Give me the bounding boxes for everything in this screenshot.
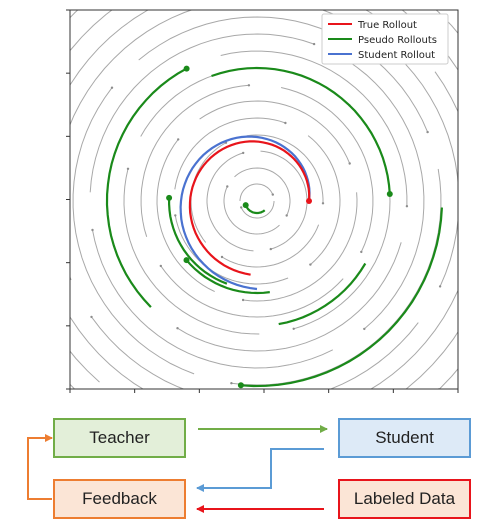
field-arrow-dot: [230, 382, 233, 385]
field-arrow-dot: [348, 162, 351, 165]
field-arc: [177, 242, 402, 352]
field-arc: [307, 135, 341, 265]
axis-ticks: [66, 9, 459, 393]
pseudo-rollout-curve: [185, 259, 270, 295]
field-arrow-dot: [312, 42, 316, 46]
field-arrow-dot: [174, 214, 177, 217]
pseudo-rollout-start: [242, 202, 249, 209]
student-box: Student: [338, 418, 471, 458]
arrow-student-to-feedback: [196, 448, 324, 492]
field-arrow-dot: [176, 327, 179, 330]
field-arc: [92, 229, 334, 369]
field-arc: [347, 60, 425, 330]
field-arc: [70, 10, 405, 87]
legend-box: [321, 13, 449, 65]
field-arrow-dot: [226, 185, 229, 188]
field-arrow-dot: [285, 214, 288, 217]
field-arc: [199, 100, 351, 164]
student-rollout-curve: [179, 135, 311, 291]
pseudo-rollout-curve: [211, 66, 391, 195]
legend-student-label: Student Rollout: [358, 50, 435, 61]
field-arc: [70, 315, 144, 389]
field-arc: [221, 224, 320, 268]
field-arc: [280, 87, 374, 253]
rollout-curves: [105, 65, 443, 389]
pseudo-rollout-start: [183, 65, 190, 72]
field-arc: [72, 87, 195, 375]
teacher-label: Teacher: [89, 428, 150, 447]
field-arrow-dot: [220, 255, 224, 259]
field-arc: [156, 139, 215, 293]
pseudo-rollout-start: [183, 257, 190, 264]
flow-arrows: [27, 425, 328, 513]
field-arrow-dot: [126, 167, 130, 170]
arrow-feedback-to-teacher: [27, 434, 53, 500]
field-arrow-dot: [90, 315, 93, 319]
field-arrow-dot: [309, 263, 312, 266]
pseudo-rollout-start: [237, 382, 244, 389]
feedback-box: Feedback: [53, 479, 186, 519]
field-arrow-dot: [363, 327, 366, 331]
true-rollout-curve: [188, 140, 311, 276]
field-arrow-dot: [41, 154, 43, 156]
field-arrow-dot: [110, 86, 114, 89]
field-arc: [260, 150, 308, 250]
field-arrow-dot: [238, 0, 240, 1]
field-arc: [140, 84, 249, 237]
field-arc: [206, 152, 254, 252]
student-label: Student: [375, 428, 434, 447]
field-arc: [240, 201, 275, 219]
pseudo-rollout-start: [166, 194, 173, 201]
rollout-plot: True Rollout Pseudo Rollouts Student Rol…: [2, 0, 459, 393]
field-arc: [91, 316, 419, 389]
pseudo-rollout-curve: [240, 207, 443, 388]
field-arc: [220, 50, 408, 207]
labeled-data-label: Labeled Data: [353, 489, 456, 508]
field-arc: [370, 71, 458, 389]
field-arrow-dot: [426, 130, 429, 134]
field-arrow-dot: [91, 228, 94, 232]
field-arc: [246, 134, 324, 204]
legend: True Rollout Pseudo Rollouts Student Rol…: [321, 13, 449, 65]
field-arc: [70, 10, 194, 281]
field-arrow-dot: [240, 206, 243, 209]
teacher-box: Teacher: [53, 418, 186, 458]
feedback-label: Feedback: [82, 489, 157, 508]
field-arrow-dot: [321, 202, 325, 205]
pseudo-rollout-curve: [168, 197, 228, 285]
pseudo-rollout-curve: [244, 204, 266, 215]
field-arrow-dot: [269, 247, 272, 251]
field-arc: [239, 183, 274, 201]
field-arrow-dot: [405, 205, 409, 208]
field-arc: [138, 16, 429, 133]
rollout-start-point: [306, 198, 312, 204]
field-arc: [174, 117, 286, 190]
field-arrow-dot: [247, 84, 251, 87]
field-arrow-dot: [284, 121, 287, 125]
field-arrow-dot: [177, 138, 180, 141]
field-arrow-dot: [159, 264, 162, 268]
field-arrow-dot: [360, 250, 363, 254]
field-arrow-dot: [271, 193, 274, 196]
field-arrow-dot: [438, 285, 442, 288]
field-arrow-dot: [241, 298, 245, 302]
field-arrow-dot: [242, 151, 245, 155]
field-arc: [89, 33, 315, 193]
field-arrow-dot: [292, 327, 295, 330]
legend-pseudo-label: Pseudo Rollouts: [358, 35, 437, 46]
pseudo-rollout-curve: [278, 262, 367, 326]
pseudo-rollout-start: [386, 191, 393, 197]
pseudo-rollout-curve: [105, 67, 188, 308]
field-arc: [223, 186, 280, 235]
legend-true-label: True Rollout: [357, 20, 417, 31]
field-arc: [160, 265, 344, 318]
labeled-data-box: Labeled Data: [338, 479, 471, 519]
field-arc: [234, 167, 291, 216]
field-arc: [70, 10, 113, 383]
field-arc: [123, 168, 260, 335]
field-arc: [243, 192, 358, 302]
field-arrow-dot: [2, 263, 4, 265]
